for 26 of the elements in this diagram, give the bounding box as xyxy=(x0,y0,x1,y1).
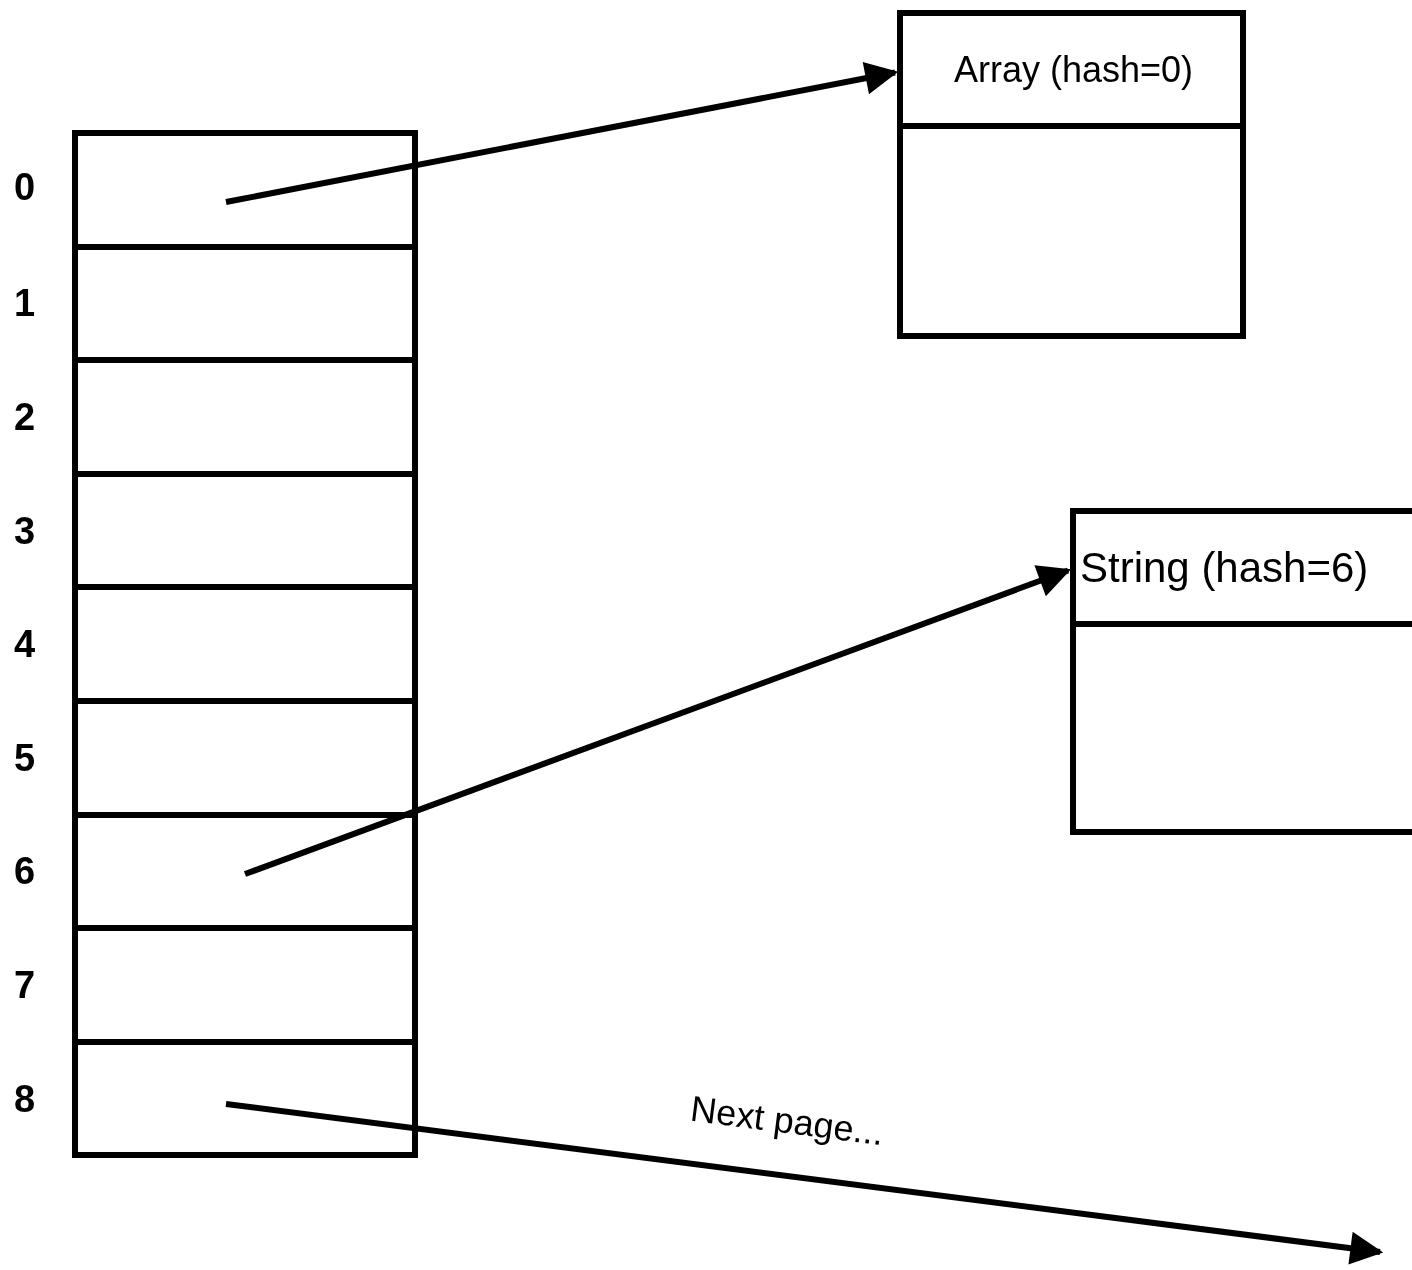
arrow xyxy=(243,565,1072,877)
table-cell xyxy=(72,590,418,704)
table-cell xyxy=(72,931,418,1045)
edge-label: Next page... xyxy=(688,1087,886,1155)
row-index: 4 xyxy=(14,625,36,664)
table-cell xyxy=(72,130,418,250)
table-cell xyxy=(72,249,418,364)
object-box xyxy=(897,10,1246,339)
arrow xyxy=(225,1101,1384,1265)
arrow xyxy=(225,61,899,205)
table-cell xyxy=(72,363,418,477)
row-index: 8 xyxy=(14,1079,36,1118)
table-cell xyxy=(72,704,418,818)
row-index: 5 xyxy=(14,738,36,777)
row-index: 3 xyxy=(14,511,36,550)
row-index: 0 xyxy=(14,167,36,206)
row-index: 2 xyxy=(14,398,36,436)
object-title: String (hash=6) xyxy=(1076,514,1412,627)
row-index: 6 xyxy=(14,852,36,891)
row-index: 7 xyxy=(14,966,36,1004)
table-cell xyxy=(72,817,418,932)
row-index: 1 xyxy=(14,284,36,323)
table-cell xyxy=(72,1044,418,1159)
object-title: Array (hash=0) xyxy=(903,16,1240,129)
object-box xyxy=(1070,508,1412,835)
table-cell xyxy=(72,476,418,591)
